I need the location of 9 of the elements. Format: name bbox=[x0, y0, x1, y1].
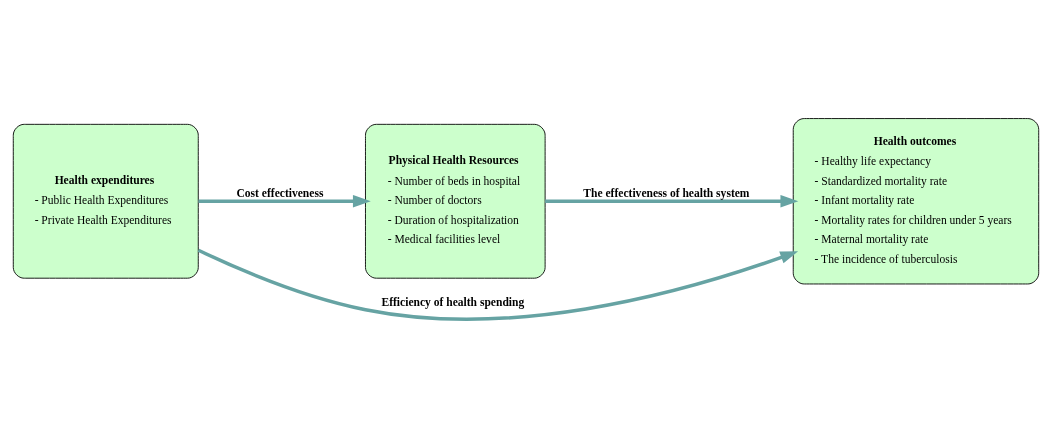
node-box: Health expenditures - Public Health Expenditures - Private Health Expenditures bbox=[12, 123, 199, 279]
node-box: Physical Health Resources - Number of beds in hospital - Number of doctors - Duration of hospitalization - Medical facilities level bbox=[365, 123, 546, 279]
edge-label: Efficiency of health spending bbox=[381, 295, 525, 309]
arrow bbox=[198, 195, 371, 208]
edge-label: The effectiveness of health system bbox=[583, 187, 750, 201]
arrow bbox=[545, 195, 799, 208]
edge-label: Cost effectiveness bbox=[236, 187, 324, 201]
arrow bbox=[197, 248, 799, 321]
node-box: Health outcomes - Healthy life expectancy - Standardized mortality rate - Infant mortality rate - Mortality rates for children under 5 years - Maternal mortality rate - The incidence of tuberculosis bbox=[792, 118, 1040, 285]
